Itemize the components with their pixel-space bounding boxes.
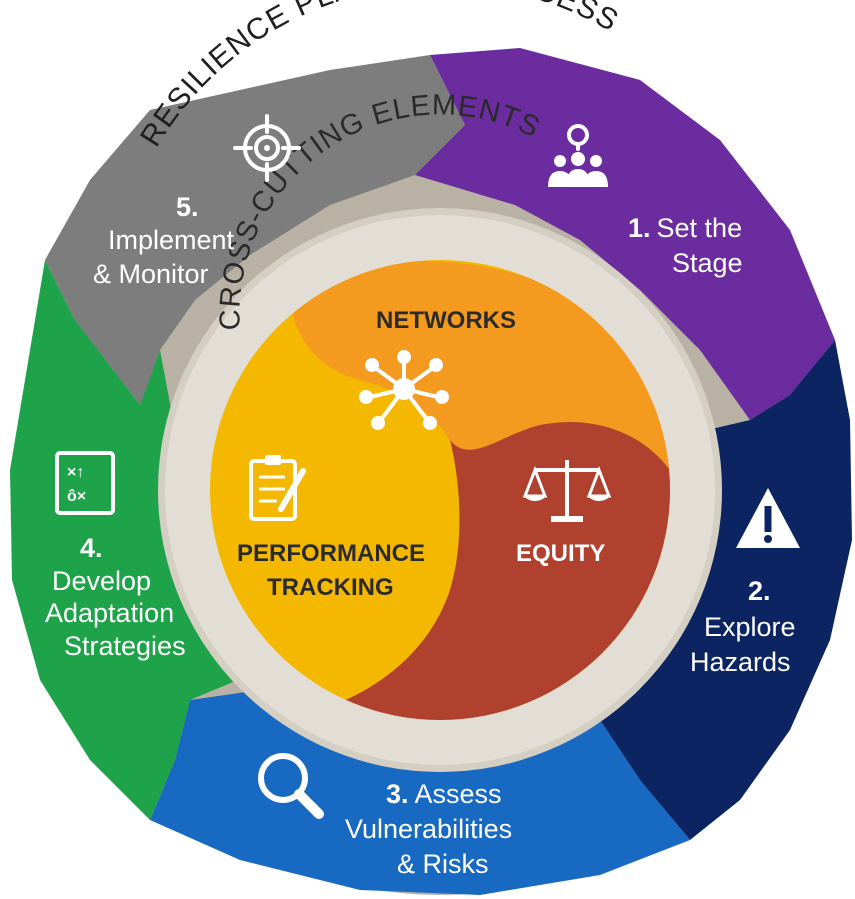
network-icon [359,350,449,430]
step-5-label-1: Implement [108,225,235,255]
step-2-label-1: Explore [704,612,796,642]
step-5-label-2: & Monitor [93,259,209,289]
step-4-segment[interactable] [10,260,250,820]
step-1-label-2: Stage [672,248,743,278]
step-3-label-1: 3.Assess [386,779,502,809]
svg-text:×↑: ×↑ [67,464,84,481]
strategy-board-icon: ×↑ ô× [55,451,115,515]
networks-label: NETWORKS [376,307,516,334]
warning-triangle-icon [736,488,800,548]
networks-region[interactable] [290,261,672,470]
performance-label-2: TRACKING [267,574,394,601]
step-1-label: 1.Set the [628,213,742,243]
equity-label: EQUITY [516,540,605,567]
people-lightbulb-icon [548,124,608,187]
step-4-number: 4. [80,533,103,563]
step-4-label-3: Strategies [64,631,186,661]
scales-icon [522,460,612,522]
step-3-label-3: & Risks [397,849,489,879]
equity-region[interactable] [320,422,676,742]
step-2-segment[interactable] [600,340,852,840]
performance-label-1: PERFORMANCE [237,540,425,567]
step-2-number: 2. [748,576,771,606]
step-5-number: 5. [176,192,199,222]
svg-text:ô×: ô× [67,488,86,505]
clipboard-pencil-icon [249,455,306,521]
step-4-label-2: Adaptation [45,598,174,628]
step-2-label-2: Hazards [690,647,791,677]
step-1-segment[interactable] [415,48,835,420]
magnifier-icon [258,753,324,819]
step-4-label-1: Develop [52,566,151,596]
target-icon [233,114,301,182]
step-3-label-2: Vulnerabilities [345,814,512,844]
step-5-segment[interactable] [45,55,465,405]
